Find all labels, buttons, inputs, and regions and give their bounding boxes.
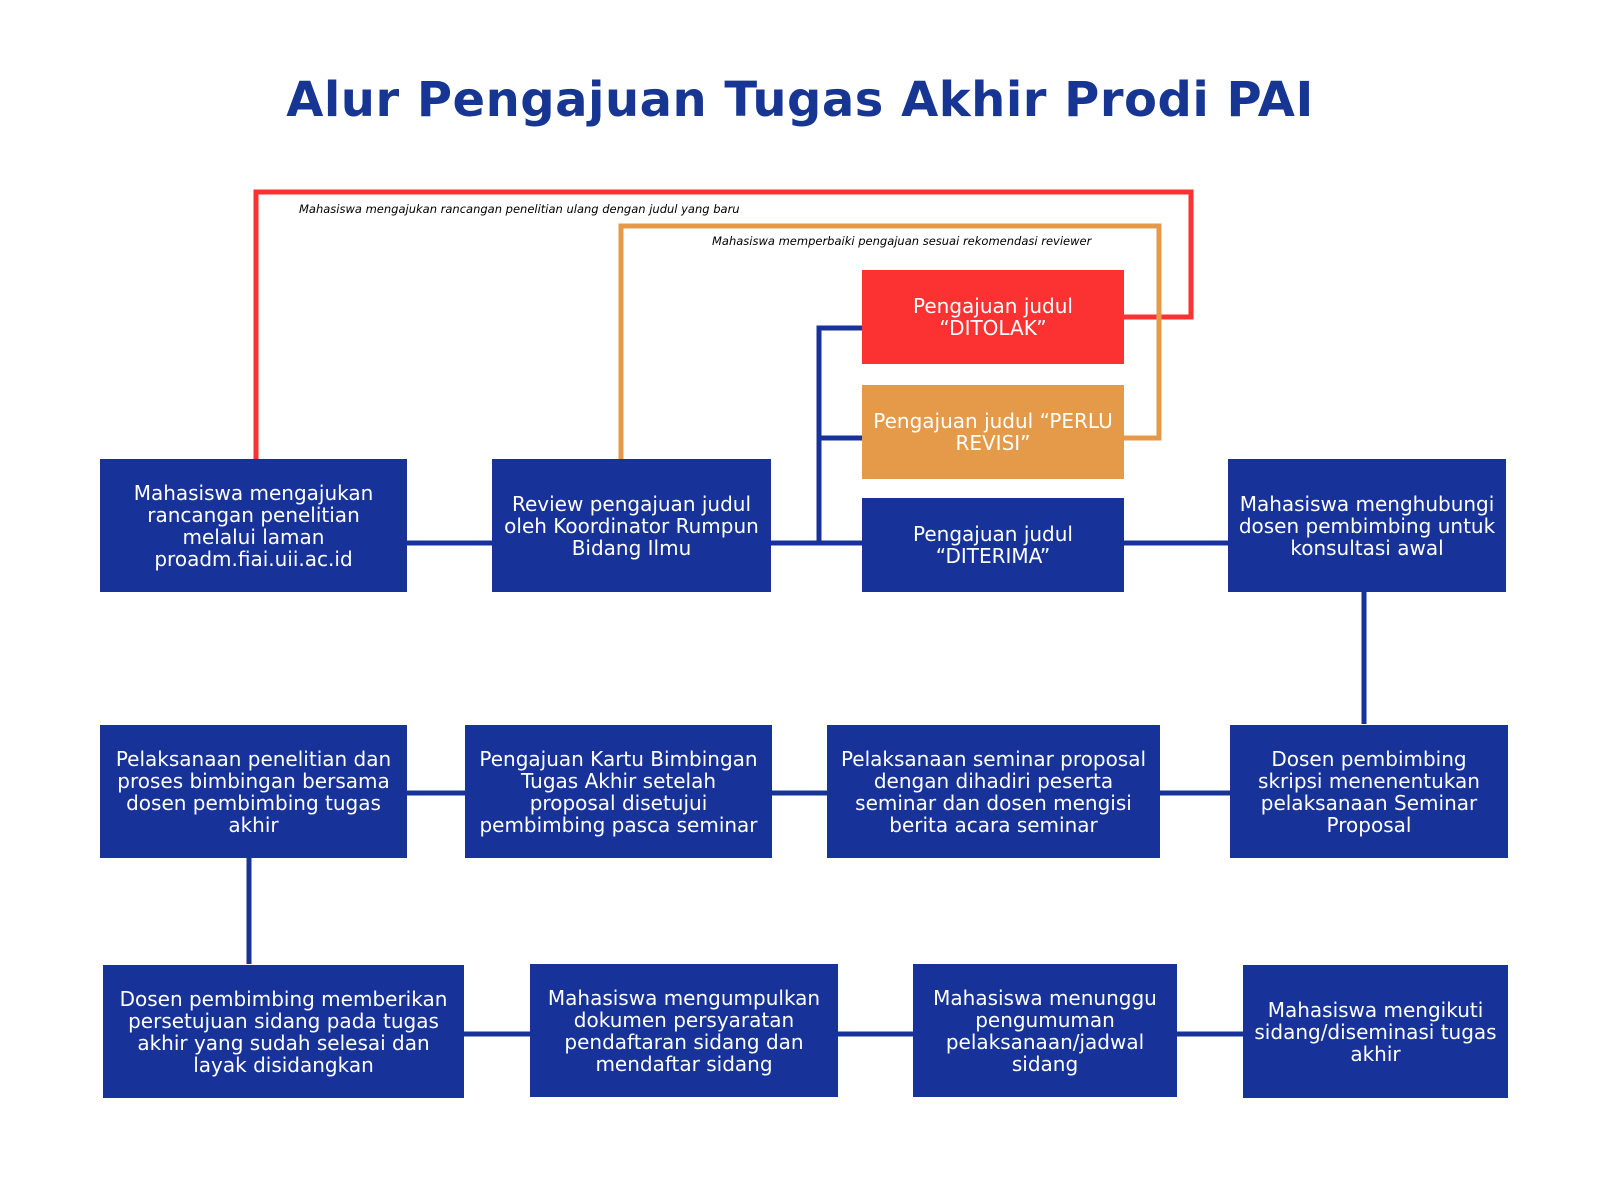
- revision-loop-line: [618, 223, 1162, 459]
- step-defense-approval: Dosen pembimbing memberikan persetujuan …: [103, 965, 464, 1098]
- step-proposal-seminar: Pelaksanaan seminar proposal dengan diha…: [827, 725, 1160, 858]
- decision-rejected: Pengajuan judul “DITOLAK”: [862, 270, 1124, 364]
- step-submit-proposal: Mahasiswa mengajukan rancangan penelitia…: [100, 459, 407, 592]
- step-review: Review pengajuan judul oleh Koordinator …: [492, 459, 771, 592]
- step-research-guidance: Pelaksanaan penelitian dan proses bimbin…: [100, 725, 407, 858]
- decision-accepted: Pengajuan judul “DITERIMA”: [862, 498, 1124, 592]
- page-title: Alur Pengajuan Tugas Akhir Prodi PAI: [286, 72, 1314, 128]
- step-defense-registration: Mahasiswa mengumpulkan dokumen persyarat…: [530, 964, 838, 1097]
- connector-branch-decisions: [816, 325, 862, 543]
- decision-revision: Pengajuan judul “PERLU REVISI”: [862, 385, 1124, 479]
- step-seminar-schedule: Dosen pembimbing skripsi menenentukan pe…: [1230, 725, 1508, 858]
- rejected-loop-note: Mahasiswa mengajukan rancangan penelitia…: [299, 202, 740, 216]
- step-guidance-card: Pengajuan Kartu Bimbingan Tugas Akhir se…: [465, 725, 772, 858]
- rejected-loop-line: [253, 189, 1194, 459]
- step-consult-supervisor: Mahasiswa menghubungi dosen pembimbing u…: [1228, 459, 1506, 592]
- revision-loop-note: Mahasiswa memperbaiki pengajuan sesuai r…: [712, 234, 1092, 248]
- step-attend-defense: Mahasiswa mengikuti sidang/diseminasi tu…: [1243, 965, 1508, 1098]
- step-wait-announcement: Mahasiswa menunggu pengumuman pelaksanaa…: [913, 964, 1177, 1097]
